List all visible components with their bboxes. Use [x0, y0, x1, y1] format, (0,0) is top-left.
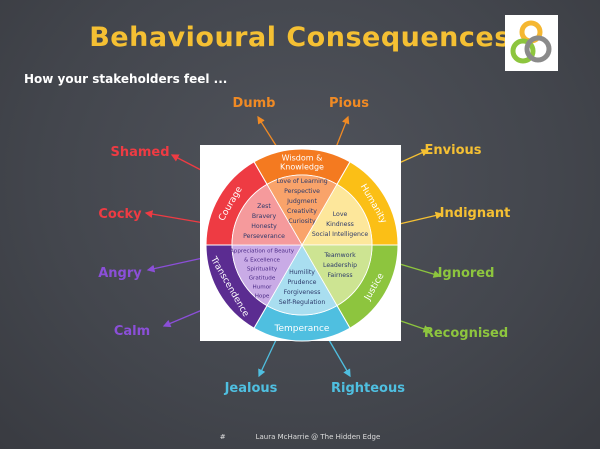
- feeling-label: Indignant: [440, 206, 511, 221]
- arrow: [258, 339, 277, 378]
- feeling-label: Righteous: [331, 381, 405, 396]
- strength-label: & Excellence: [244, 258, 281, 264]
- strength-segment: [266, 244, 338, 316]
- strength-label: Humility: [289, 269, 315, 276]
- strength-label: Perseverance: [243, 233, 285, 240]
- strength-segment: [231, 244, 303, 307]
- strength-label: Humor: [253, 285, 273, 291]
- strength-label: Kindness: [326, 221, 354, 228]
- strength-label: Fairness: [327, 272, 352, 279]
- feeling-label: Envious: [425, 143, 482, 158]
- feeling-label: Recognised: [424, 326, 508, 341]
- feeling-label: Shamed: [110, 145, 169, 160]
- strength-segment: [301, 244, 373, 307]
- interlocking-rings-logo-icon: [510, 20, 552, 64]
- slide-subtitle: How your stakeholders feel ...: [24, 72, 228, 86]
- strength-label: Forgiveness: [284, 289, 321, 296]
- strength-label: Social Intelligence: [312, 231, 369, 238]
- strength-label: Bravery: [252, 213, 277, 220]
- strength-label: Self-Regulation: [279, 299, 326, 306]
- strength-label: Love of Learning: [276, 178, 327, 185]
- strength-label: Appreciation of Beauty: [230, 249, 295, 255]
- strength-segment: [231, 183, 303, 246]
- strength-label: Judgment: [286, 198, 317, 205]
- strength-label: Spirituality: [247, 267, 278, 273]
- virtue-label: Knowledge: [280, 163, 324, 172]
- feeling-label: Cocky: [98, 207, 142, 222]
- strength-label: Leadership: [323, 262, 357, 269]
- strength-label: Creativity: [287, 208, 317, 215]
- strength-label: Prudence: [288, 279, 317, 286]
- strength-label: Zest: [257, 203, 271, 210]
- strength-label: Honesty: [251, 223, 277, 230]
- strength-label: Gratitude: [249, 276, 276, 282]
- feeling-label: Ignored: [438, 266, 495, 281]
- slide-title: Behavioural Consequences: [89, 22, 511, 53]
- feeling-label: Pious: [329, 96, 369, 111]
- arrow: [394, 211, 444, 226]
- strength-label: Love: [333, 211, 348, 218]
- strength-label: Teamwork: [323, 252, 356, 259]
- logo: [505, 15, 558, 71]
- footer-credit: Laura McHarrie @ The Hidden Edge: [255, 433, 381, 441]
- virtue-label: Temperance: [274, 324, 330, 334]
- feeling-label: Calm: [114, 324, 150, 339]
- feeling-label: Jealous: [224, 381, 278, 396]
- strength-label: Hope: [255, 294, 270, 300]
- feeling-label: Angry: [98, 266, 142, 281]
- strength-segment: [301, 183, 373, 246]
- page-number: #: [219, 433, 226, 441]
- arrow: [328, 339, 351, 378]
- feeling-label: Dumb: [233, 96, 276, 111]
- arrow: [144, 210, 211, 225]
- footer: # Laura McHarrie @ The Hidden Edge: [0, 433, 600, 441]
- strength-label: Curiosity: [288, 218, 316, 225]
- strength-segment: [266, 174, 338, 246]
- strength-label: Perspective: [284, 188, 320, 195]
- virtue-label: Wisdom &: [282, 154, 323, 163]
